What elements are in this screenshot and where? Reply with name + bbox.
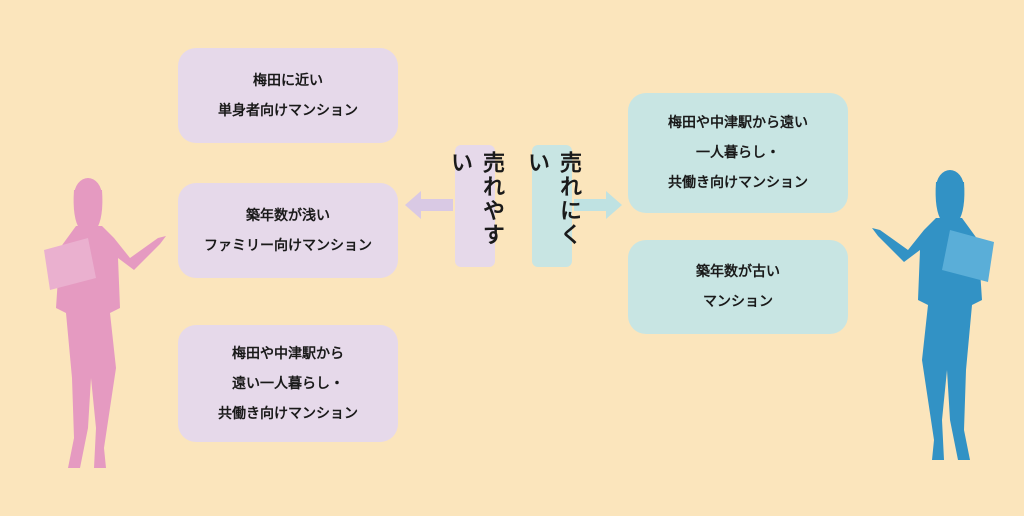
box-line: 梅田や中津駅から [232, 345, 344, 362]
box-line: 梅田や中津駅から遠い [668, 115, 808, 131]
easy-sell-item-2: 築年数が浅い ファミリー向けマンション [178, 183, 398, 278]
box-line: 遠い一人暮らし・ [232, 375, 344, 392]
box-line: 単身者向けマンション [218, 102, 358, 119]
box-line: マンション [703, 294, 773, 310]
box-line: 梅田に近い [253, 72, 323, 89]
easy-to-sell-label: 売れやすい [447, 145, 504, 267]
box-line: 共働き向けマンション [668, 175, 808, 191]
arrow-right-icon [574, 191, 622, 219]
arrow-left-icon [405, 191, 453, 219]
hard-to-sell-text: 売れにくい [524, 151, 581, 247]
hard-to-sell-label: 売れにくい [524, 145, 581, 267]
easy-sell-item-3: 梅田や中津駅から 遠い一人暮らし・ 共働き向けマンション [178, 325, 398, 442]
box-line: 共働き向けマンション [218, 405, 358, 422]
box-line: 築年数が浅い [246, 207, 330, 224]
hard-sell-item-2: 築年数が古い マンション [628, 240, 848, 334]
easy-to-sell-text: 売れやすい [447, 151, 504, 247]
right-businesswoman-icon [872, 170, 994, 460]
left-businesswoman-icon [44, 178, 166, 468]
box-line: 一人暮らし・ [696, 145, 780, 161]
box-line: ファミリー向けマンション [204, 237, 372, 254]
hard-sell-item-1: 梅田や中津駅から遠い 一人暮らし・ 共働き向けマンション [628, 93, 848, 213]
easy-sell-item-1: 梅田に近い 単身者向けマンション [178, 48, 398, 143]
box-line: 築年数が古い [696, 264, 780, 280]
